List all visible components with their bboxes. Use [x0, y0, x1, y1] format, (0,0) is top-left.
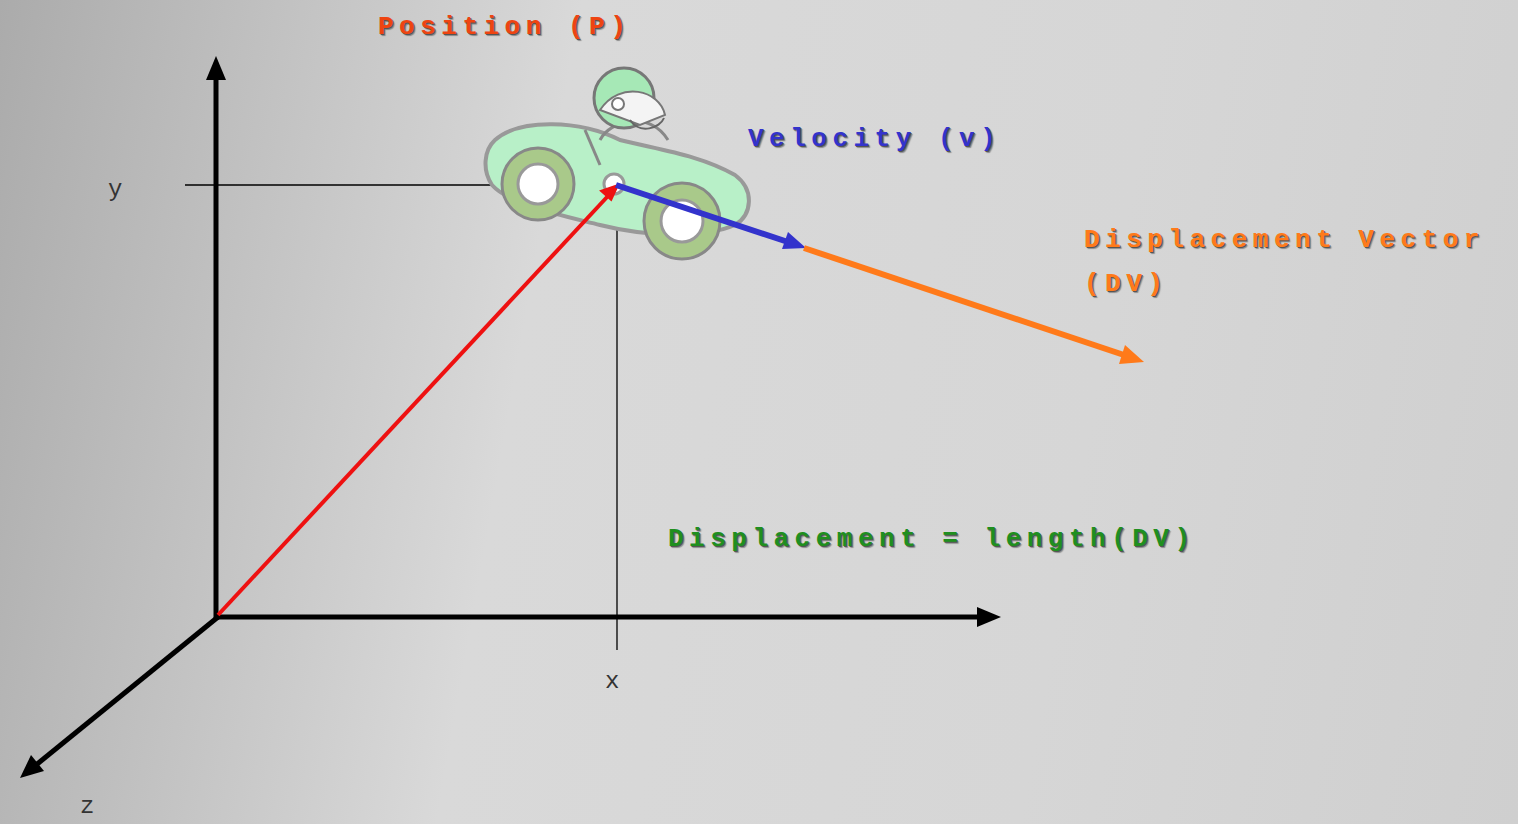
- velocity-label: Velocity (v): [748, 124, 1001, 154]
- position-vector: [218, 196, 608, 615]
- displacement-formula: Displacement = length(DV): [668, 524, 1196, 554]
- guide-line: [616, 185, 617, 650]
- displacement-vector-label: Displacement Vector (DV): [1084, 218, 1512, 306]
- axis-label: y: [108, 176, 122, 203]
- position-label: Position (P): [378, 12, 631, 42]
- axis-label: z: [80, 793, 94, 820]
- y-axis: [214, 78, 219, 620]
- x-axis: [214, 615, 980, 620]
- z-axis: [36, 617, 218, 765]
- car-illustration: [486, 68, 749, 259]
- velocity-vector: [616, 185, 788, 242]
- axis-label: x: [605, 668, 619, 695]
- displacement-vector: [804, 248, 1124, 355]
